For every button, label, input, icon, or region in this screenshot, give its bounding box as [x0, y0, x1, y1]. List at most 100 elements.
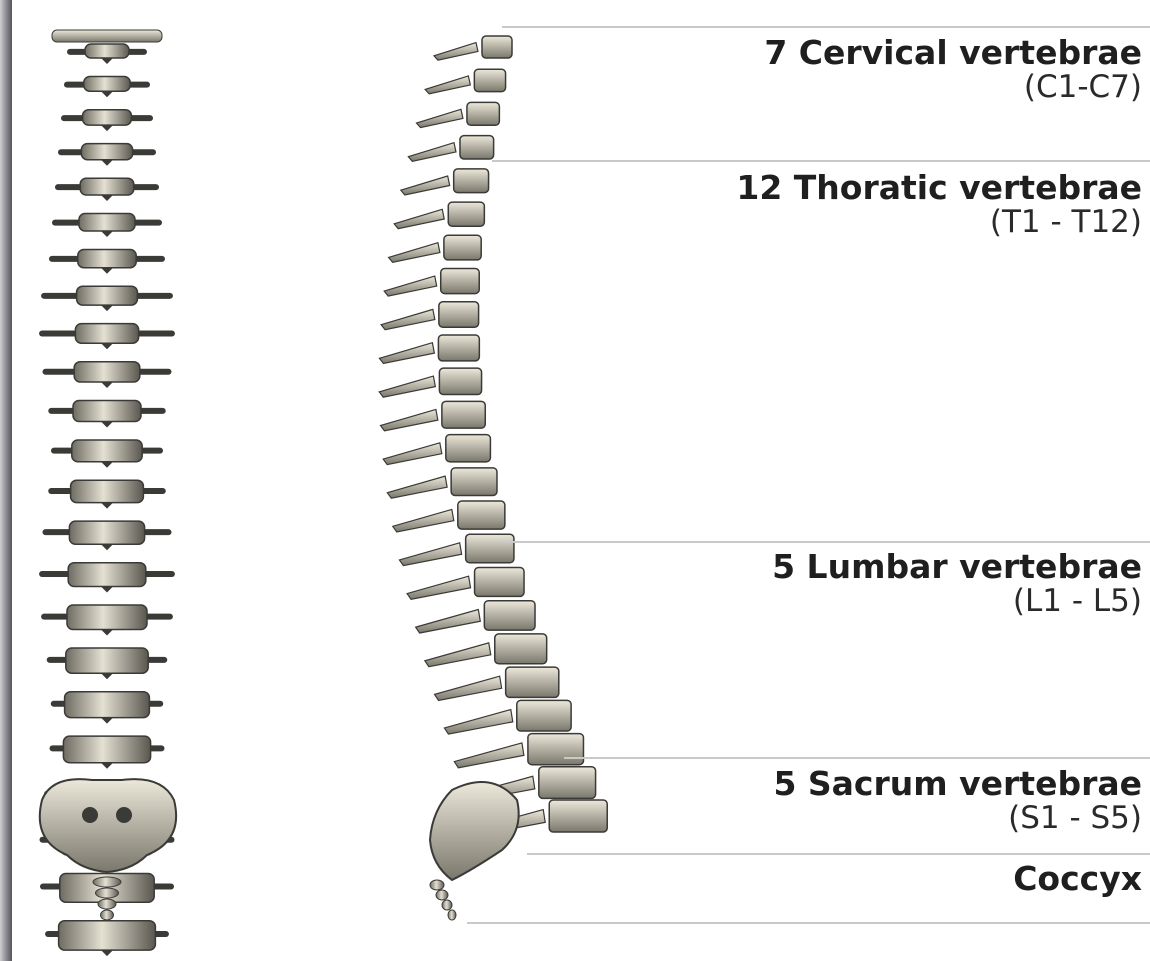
- front-coccyx-segment: [93, 877, 121, 887]
- front-view-spine: [39, 30, 176, 961]
- side-spinous-process: [425, 643, 491, 667]
- divider-cervical-top: [502, 26, 1150, 28]
- front-sacral-foramen: [116, 807, 132, 823]
- front-vertebra: [71, 480, 144, 502]
- front-vertebra: [81, 144, 132, 160]
- side-coccyx-segment: [436, 890, 448, 900]
- side-spinous-process: [393, 509, 454, 531]
- side-spinous-process: [435, 676, 502, 700]
- side-vertebra-body: [454, 169, 489, 193]
- label-thoracic-name: 12 Thoratic vertebrae: [736, 168, 1142, 207]
- front-coccyx-segment: [96, 888, 119, 898]
- side-spinous-process: [379, 376, 435, 397]
- front-atlas: [52, 30, 162, 42]
- side-vertebra-body: [528, 734, 584, 765]
- diagram-panel: 7 Cervical vertebrae (C1-C7) 12 Thoratic…: [12, 0, 1150, 961]
- side-vertebra-body: [517, 700, 571, 731]
- side-vertebra-body: [458, 501, 505, 529]
- label-coccyx-name: Coccyx: [1013, 859, 1142, 898]
- side-vertebra-body: [441, 269, 480, 294]
- front-spinous-process: [101, 125, 113, 131]
- side-spinous-process: [389, 243, 440, 263]
- side-vertebra-body: [448, 202, 484, 226]
- front-vertebra: [77, 286, 138, 305]
- label-thoracic: 12 Thoratic vertebrae (T1 - T12): [736, 171, 1142, 239]
- side-spinous-process: [383, 443, 442, 465]
- side-vertebra-body: [451, 468, 497, 496]
- front-vertebra: [75, 324, 138, 344]
- side-vertebra-body: [460, 136, 494, 159]
- side-spinous-process: [384, 276, 437, 296]
- front-spinous-process: [101, 718, 113, 724]
- front-vertebra: [79, 214, 135, 232]
- side-spinous-process: [454, 743, 524, 768]
- front-vertebra: [65, 692, 150, 718]
- side-vertebra-body: [474, 69, 505, 91]
- front-coccyx-segment: [98, 899, 116, 909]
- front-spinous-process: [101, 382, 113, 388]
- side-sacrum: [430, 782, 519, 880]
- divider-sacrum-coccyx: [527, 853, 1150, 855]
- front-spinous-process: [101, 195, 113, 201]
- front-sacrum: [40, 779, 176, 872]
- front-vertebra: [68, 563, 146, 587]
- side-spinous-process: [416, 610, 481, 634]
- front-vertebra: [59, 921, 156, 950]
- side-spinous-process: [399, 543, 461, 566]
- side-coccyx-segment: [430, 880, 444, 890]
- front-vertebra: [69, 521, 144, 544]
- front-spinous-process: [101, 343, 113, 349]
- front-vertebra: [84, 77, 130, 92]
- label-cervical-name: 7 Cervical vertebrae: [764, 33, 1142, 72]
- side-spinous-process: [379, 343, 434, 364]
- label-cervical: 7 Cervical vertebrae (C1-C7): [764, 36, 1142, 104]
- side-spinous-process: [408, 143, 456, 162]
- side-vertebra-body: [539, 767, 596, 799]
- front-vertebra: [66, 648, 148, 673]
- front-sacral-foramen: [82, 807, 98, 823]
- front-spinous-process: [101, 462, 113, 468]
- side-spinous-process: [407, 576, 470, 599]
- front-vertebra: [72, 440, 142, 462]
- side-vertebra-body: [442, 401, 485, 428]
- front-spinous-process: [101, 587, 113, 593]
- side-vertebra-body: [439, 302, 479, 327]
- front-spinous-process: [101, 305, 113, 311]
- label-lumbar-name: 5 Lumbar vertebrae: [772, 547, 1142, 586]
- side-spinous-process: [380, 409, 437, 430]
- side-vertebra-body: [549, 800, 607, 832]
- side-vertebra-body: [439, 368, 481, 394]
- side-vertebra-body: [438, 335, 479, 361]
- side-spinous-process: [387, 476, 447, 498]
- front-spinous-process: [101, 630, 113, 636]
- divider-thoracic-lumbar: [500, 541, 1150, 543]
- label-sacrum: 5 Sacrum vertebrae (S1 - S5): [773, 767, 1142, 835]
- label-lumbar-range: (L1 - L5): [772, 584, 1142, 618]
- side-view-spine: [379, 36, 607, 920]
- front-vertebra: [73, 401, 141, 422]
- front-spinous-process: [101, 950, 113, 956]
- front-vertebra: [74, 362, 140, 382]
- side-vertebra-body: [482, 36, 512, 58]
- front-spinous-process: [101, 231, 113, 237]
- side-spinous-process: [444, 710, 512, 735]
- front-vertebra: [67, 605, 147, 630]
- divider-cervical-thoracic: [492, 160, 1150, 162]
- front-vertebra: [83, 110, 132, 125]
- front-coccyx-segment: [101, 910, 114, 920]
- side-spinous-process: [394, 209, 444, 228]
- label-thoracic-range: (T1 - T12): [736, 205, 1142, 239]
- front-spinous-process: [101, 544, 113, 550]
- divider-coccyx-bottom: [467, 922, 1150, 924]
- front-spinous-process: [101, 268, 113, 274]
- label-lumbar: 5 Lumbar vertebrae (L1 - L5): [772, 550, 1142, 618]
- front-spinous-process: [101, 763, 113, 769]
- front-vertebra: [63, 736, 150, 763]
- side-vertebra-body: [466, 534, 514, 563]
- front-spinous-process: [101, 503, 113, 509]
- front-vertebra: [78, 250, 136, 268]
- front-spinous-process: [101, 422, 113, 428]
- label-coccyx: Coccyx: [1013, 862, 1142, 896]
- label-sacrum-name: 5 Sacrum vertebrae: [773, 764, 1142, 803]
- side-spinous-process: [381, 309, 435, 329]
